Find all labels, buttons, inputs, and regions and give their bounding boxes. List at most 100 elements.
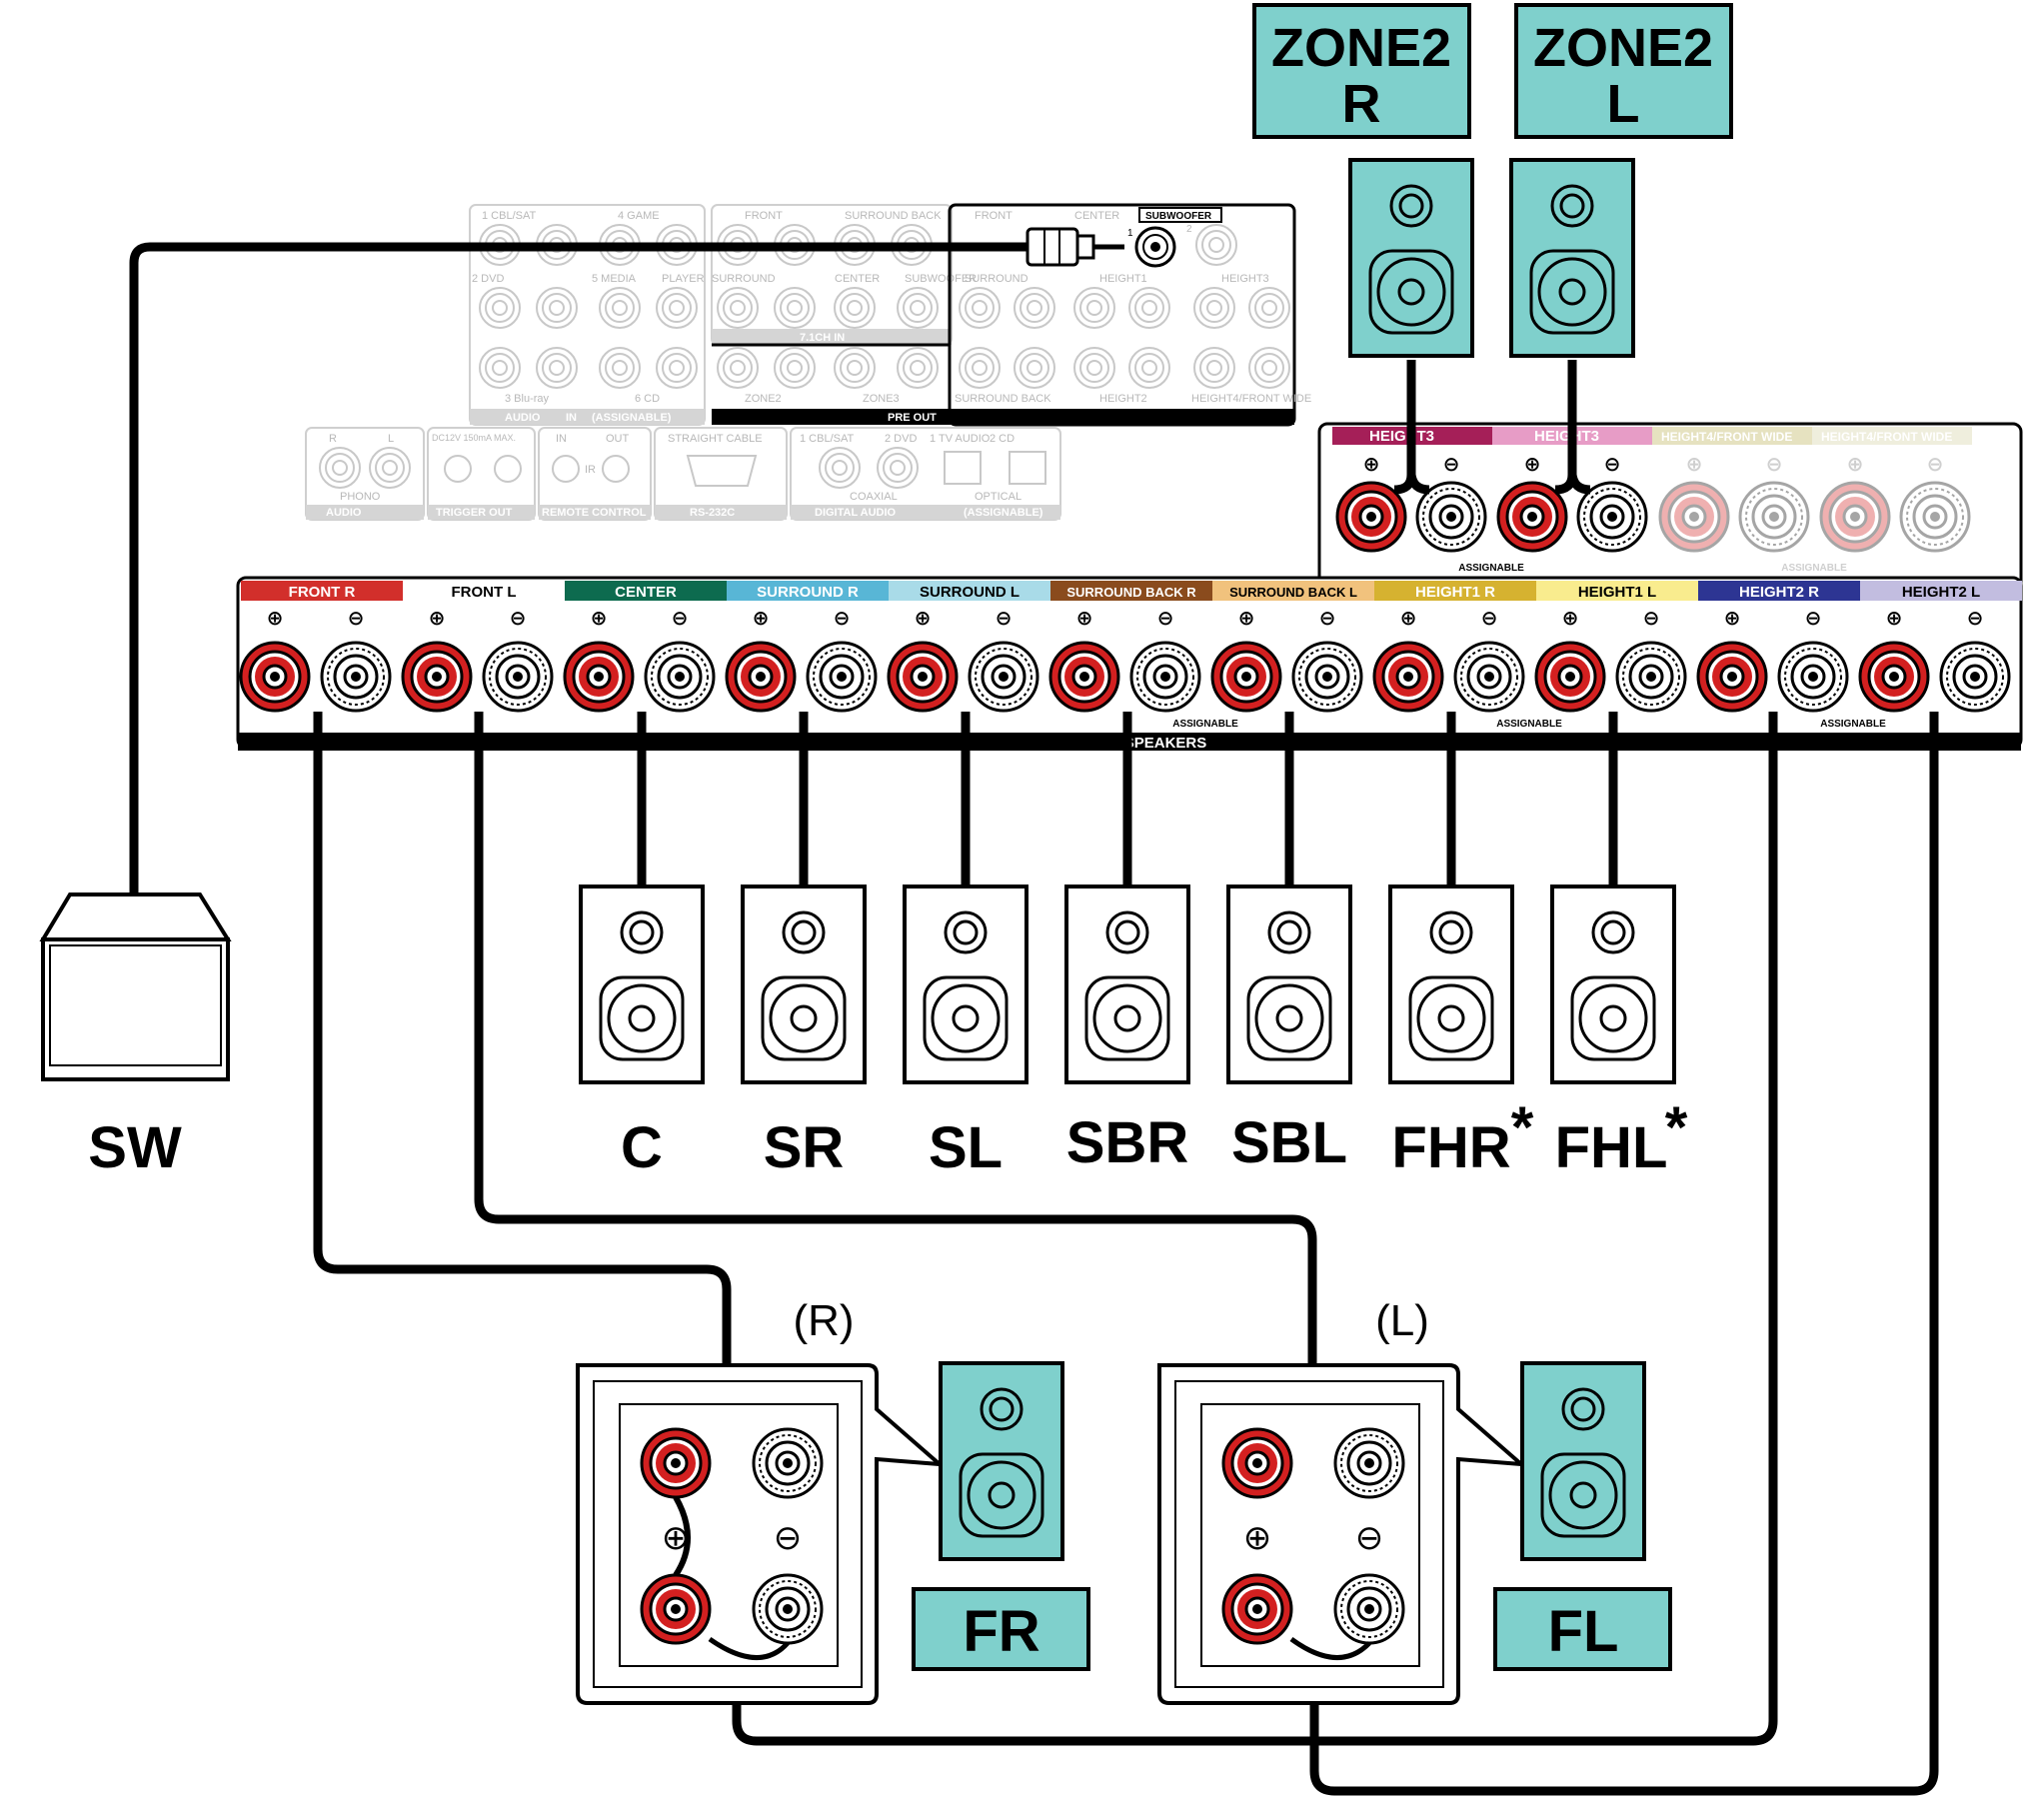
pre-out-footer [712,409,1294,425]
label-fhr-asterisk: * [1511,1095,1534,1160]
svg-text:⊖: ⊖ [774,1519,803,1557]
phono-label: PHONO [340,491,381,503]
assignable-upper-1: ASSIGNABLE [1458,563,1524,574]
seven-one-center: CENTER [835,273,880,285]
plus-marker: ⊕ [1724,608,1741,630]
zone2-l-line2: L [1607,74,1640,134]
plus-marker: ⊕ [267,608,284,630]
minus-marker: ⊖ [1805,608,1822,630]
front-height-l-speaker [1550,885,1676,1084]
audio-in-label-1: 1 CBL/SAT [482,210,536,222]
bi-amp-l-label: (L) [1375,1296,1429,1345]
svg-text:⊕: ⊕ [1243,1519,1272,1557]
terminal-plus [1372,641,1444,713]
svg-text:⊕: ⊕ [1363,454,1380,476]
remote-out: OUT [606,433,630,445]
plus-marker: ⊕ [1076,608,1093,630]
plus-marker: ⊕ [1562,608,1579,630]
svg-text:⊖: ⊖ [1604,454,1621,476]
audio-in-label-player: PLAYER [662,273,705,285]
height3-l-tab: HEIGHT3 [1534,428,1599,445]
surround-back-r-speaker [1064,885,1190,1084]
center-speaker [579,885,705,1084]
subwoofer-jack [1134,226,1176,268]
terminal-minus [482,641,554,713]
audio-in-footer [470,409,705,425]
plus-marker: ⊕ [591,608,608,630]
plus-marker: ⊕ [753,608,770,630]
label-fhr: FHR [1391,1115,1510,1180]
audio-in-footer-in: IN [566,412,577,424]
digital-in-1: 1 CBL/SAT [800,433,854,445]
front-r-speaker [939,1361,1064,1561]
pre-out-block [948,203,1296,427]
audio-in-footer-assignable: (ASSIGNABLE) [592,412,672,424]
digital-in-2: 2 DVD [885,433,917,445]
pre-out-footer-label: PRE OUT [888,412,937,424]
terminal-plus [401,641,473,713]
plus-marker: ⊕ [915,608,932,630]
digital-in-cd: 2 CD [990,433,1015,445]
height4-l-tab: HEIGHT4/FRONT WIDE [1821,430,1952,444]
channel-tab-bg [1374,581,1536,601]
terminal-minus [644,641,716,713]
subwoofer-label: SW [88,1115,182,1180]
plus-marker: ⊕ [1238,608,1255,630]
terminal-plus [1696,641,1768,713]
plus-marker: ⊕ [1400,608,1417,630]
terminal-minus [1129,641,1201,713]
channel-tab-bg [1698,581,1860,601]
minus-marker: ⊖ [996,608,1013,630]
coaxial-label: COAXIAL [850,491,898,503]
sub-number-2: 2 [1186,224,1192,235]
surround-l-speaker [903,885,1028,1084]
terminal-minus [806,641,878,713]
zone2-r-speaker [1348,158,1474,358]
svg-text:⊖: ⊖ [1766,454,1783,476]
channel-tab-bg [1212,581,1374,601]
channel-tab-label: HEIGHT2 L [1902,584,1980,601]
minus-marker: ⊖ [834,608,851,630]
assignable-1: ASSIGNABLE [1172,719,1238,730]
subwoofer-tag [1138,207,1222,223]
terminal-plus [725,641,797,713]
zone2-l-line1: ZONE2 [1533,18,1713,78]
channel-tab-bg [403,581,565,601]
label-sr: SR [764,1115,845,1180]
channel-tab-label: FRONT R [289,584,356,601]
trigger-label: TRIGGER OUT [436,507,513,519]
audio-in-label-4: 4 GAME [618,210,660,222]
plus-marker: ⊕ [1886,608,1903,630]
channel-tab-bg [727,581,889,601]
trigger-spec: DC12V 150mA MAX. [432,433,516,443]
label-fhl: FHL [1555,1115,1668,1180]
channel-tab-label: SURROUND L [920,584,1020,601]
subwoofer-tag-label: SUBWOOFER [1145,211,1212,222]
label-sl: SL [929,1115,1003,1180]
front-l-label: FL [1548,1599,1619,1664]
remote-in: IN [556,433,567,445]
seven-one-front: FRONT [745,210,783,222]
label-sbr: SBR [1066,1110,1188,1175]
rs232c-label: RS-232C [690,507,735,519]
channel-tab-bg [889,581,1050,601]
digital-in-tv: 1 TV AUDIO [930,433,991,445]
channel-tabs: FRONT R⊕⊖FRONT L⊕⊖CENTER⊕⊖SURROUND R⊕⊖SU… [241,581,2022,630]
zone2-wiring [1393,360,1591,495]
bi-amp-r-label: (R) [793,1296,854,1345]
remote-ir: IR [585,464,596,476]
channel-tab-label: SURROUND BACK R [1066,585,1196,600]
digital-label: DIGITAL AUDIO [815,507,897,519]
label-sbl: SBL [1231,1110,1347,1175]
zone2-l-box: ZONE2 L [1514,3,1733,139]
zone2-r-box: ZONE2 R [1252,3,1471,139]
svg-text:⊖: ⊖ [1355,1519,1384,1557]
terminal-minus [320,641,392,713]
straight-cable: STRAIGHT CABLE [668,433,763,445]
minus-marker: ⊖ [1319,608,1336,630]
subwoofer-cable [129,227,1124,895]
terminal-plus [887,641,959,713]
phono-l: L [388,433,394,445]
height-upper-panel: HEIGHT3 HEIGHT3 HEIGHT4/FRONT WIDE HEIGH… [1317,422,2023,591]
